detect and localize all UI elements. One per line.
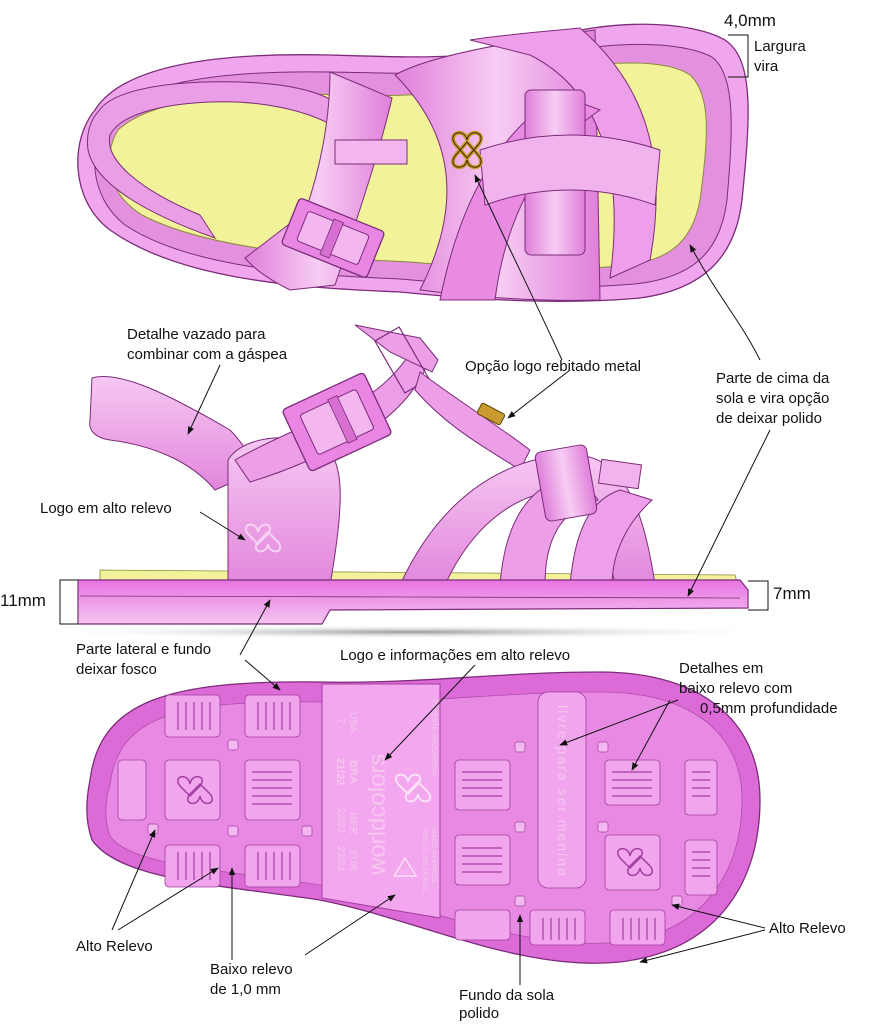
label-vazado-1: Detalhe vazado para — [127, 326, 266, 343]
sole-made-in: MADE IN BRAZIL — [430, 828, 437, 884]
side-view-sandal — [30, 324, 790, 639]
sole-brand: worldcolors — [364, 754, 391, 876]
label-logo-relevo: Logo em alto relevo — [40, 500, 172, 517]
sole-mer: MER — [347, 812, 358, 834]
label-baixo-det-3: 0,5mm profundidade — [700, 700, 838, 717]
sole-hecho-en: HECHO EN BRASIL — [421, 828, 428, 892]
label-fundo-1: Fundo da sola — [459, 987, 555, 1004]
label-dim-top: 4,0mm — [724, 11, 776, 30]
label-parte-cima-1: Parte de cima da — [716, 370, 830, 387]
top-keeper — [334, 139, 408, 165]
sole-bra-size: 21/22 — [334, 758, 346, 786]
label-lateral-1: Parte lateral e fundo — [76, 641, 212, 658]
sole-patent: PATENTE REQUERIDA — [430, 700, 437, 775]
outsole-heart-right-icon — [617, 847, 653, 877]
label-largura: Largura — [754, 38, 806, 55]
sole-bra: BRA — [347, 760, 359, 784]
top-woven-band — [479, 134, 661, 206]
sole-usa-size: 7 — [335, 718, 346, 724]
label-vira: vira — [754, 58, 779, 75]
top-back-strap — [87, 81, 346, 239]
sole-recycle-code: PVC — [398, 870, 411, 876]
side-shadow — [30, 625, 790, 639]
top-width-bracket — [728, 34, 749, 78]
label-alto-relevo-right: Alto Relevo — [769, 920, 846, 937]
label-baixo-1mm-1: Baixo relevo — [210, 961, 293, 978]
sole-eur: EUR — [347, 850, 358, 871]
sole-usa: USA — [347, 712, 358, 733]
label-dim-11mm: 11mm — [0, 591, 46, 610]
label-logo-info: Logo e informações em alto relevo — [340, 647, 571, 664]
label-lateral-2: deixar fosco — [76, 661, 157, 678]
side-outsole-line — [79, 595, 741, 599]
relief-logo-icon — [244, 523, 282, 553]
label-baixo-det-1: Detalhes em — [679, 660, 764, 677]
sole-mer-size: 22/23 — [335, 808, 346, 833]
label-parte-cima-2: sola e vira opção — [716, 390, 830, 407]
dim-7mm-bracket — [748, 580, 769, 611]
outsole-info-plate — [321, 683, 441, 919]
side-vamp-knot — [534, 444, 598, 522]
side-outsole — [77, 579, 749, 625]
outsole-tread-lines-left — [177, 702, 292, 880]
side-vamp-tab — [597, 458, 643, 490]
outsole-tread-lines-right — [462, 771, 710, 940]
metal-logo-icon — [451, 130, 483, 170]
label-alto-relevo-left: Alto Relevo — [76, 938, 153, 955]
dim-11mm-bracket — [59, 579, 78, 625]
outsole-heart-left-icon — [177, 775, 213, 805]
label-baixo-1mm-2: de 1,0 mm — [210, 981, 281, 998]
label-vazado-2: combinar com a gáspea — [127, 346, 288, 363]
sole-eur-size: 23/24 — [335, 846, 346, 871]
label-dim-7mm: 7mm — [773, 584, 811, 603]
outsole-tread-left — [117, 694, 301, 888]
label-logo-metal: Opção logo rebitado metal — [465, 358, 641, 375]
label-fundo-2: polido — [459, 1005, 500, 1022]
recycle-icon — [392, 856, 418, 877]
side-t-strap — [414, 371, 531, 471]
sole-slogan: livre para ser menina — [555, 705, 571, 878]
bottom-view-outsole: worldcolors livre para ser menina USA 7 … — [86, 671, 761, 964]
top-buckle — [281, 198, 385, 278]
side-buckle — [282, 372, 392, 472]
label-baixo-det-2: baixo relevo com — [679, 680, 793, 697]
outsole-brand-heart-icon — [394, 773, 432, 803]
side-metal-rivet — [476, 402, 506, 426]
side-strap-tip — [354, 324, 439, 373]
label-parte-cima-3: de deixar polido — [716, 410, 822, 427]
top-woven-strap-2 — [439, 94, 602, 301]
top-view-sandal — [77, 23, 749, 302]
leader-lines — [111, 174, 771, 985]
